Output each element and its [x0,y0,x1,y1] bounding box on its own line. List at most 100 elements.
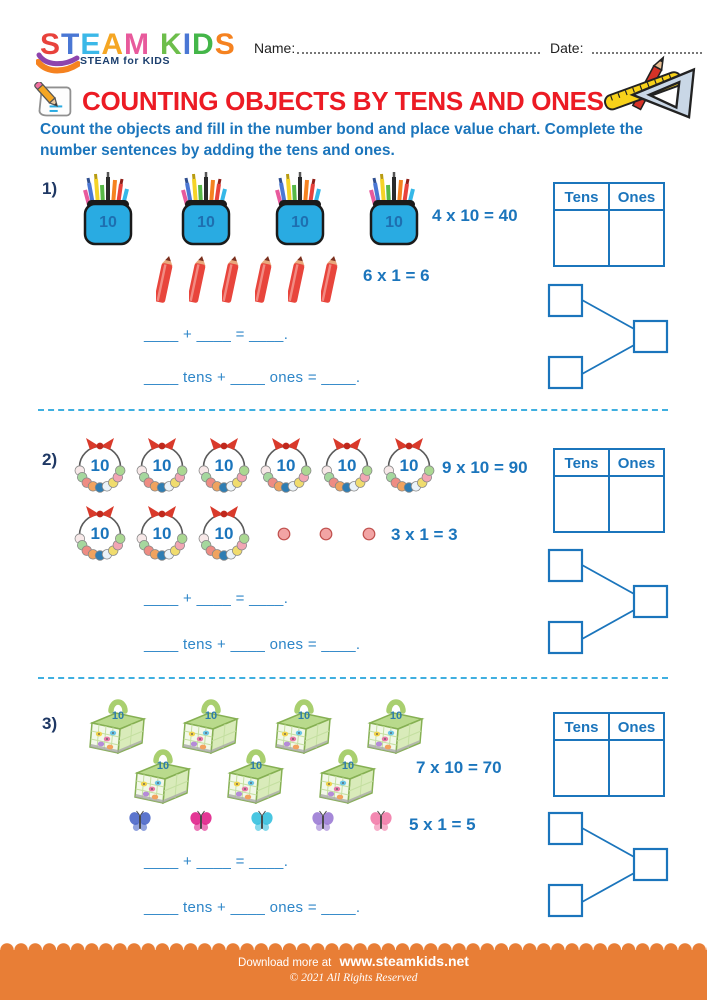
butterfly-icon [249,810,275,834]
group-ten-label: 10 [297,710,311,722]
butterfly-icon [188,810,214,834]
red-pencil-icon [288,254,308,306]
bond-box-total[interactable] [632,847,669,882]
butterfly-icon [368,810,394,834]
logo-letter: S [40,28,62,61]
tens-equation: 7 x 10 = 70 [416,758,502,777]
ones-header: Ones [610,184,663,211]
group-ten-label: 10 [385,214,403,231]
sum-sentence[interactable]: ____ + ____ = ____. [144,590,289,607]
ones-cell[interactable] [610,741,663,795]
place-value-chart: Tens Ones [553,448,665,533]
footer-band [0,950,707,1000]
tens-cell[interactable] [555,211,610,265]
logo-swoosh-icon [36,52,80,74]
section-separator [38,677,668,679]
ones-cell[interactable] [610,477,663,531]
tens-ones-sentence[interactable]: ____ tens + ____ ones = ____. [144,636,361,653]
pencil-cup-icon: 10 [178,170,234,248]
group-ten-label: 10 [90,524,110,543]
pencil-cup-icon: 10 [366,170,422,248]
group-ten-label: 10 [197,214,215,231]
logo-letter: D [192,28,215,61]
butterfly-icon [127,810,153,834]
bond-box-ones[interactable] [547,355,584,390]
bond-box-tens[interactable] [547,811,584,846]
group-ten-label: 10 [156,760,170,772]
red-pencil-icon [255,254,275,306]
bead-icon [319,527,333,541]
ones-header: Ones [610,450,663,477]
ones-equation: 5 x 1 = 5 [409,815,476,834]
tens-cell[interactable] [555,741,610,795]
group-ten-label: 10 [90,456,110,475]
bead-icon [362,527,376,541]
name-label: Name: [254,40,296,56]
footer-download-line: Download more at www.steamkids.net [0,953,707,969]
bond-box-total[interactable] [632,584,669,619]
necklace-icon: 10 [258,433,314,493]
footer-scallop-edge [0,943,707,950]
group-ten-label: 10 [399,456,419,475]
ones-header: Ones [610,714,663,741]
name-input-line[interactable] [297,41,540,54]
logo-subtitle: STEAM for KIDS [80,55,171,67]
group-ten-label: 10 [341,760,355,772]
tens-ones-sentence[interactable]: ____ tens + ____ ones = ____. [144,899,361,916]
group-ten-label: 10 [337,456,357,475]
necklace-icon: 10 [134,501,190,561]
necklace-icon: 10 [319,433,375,493]
group-ten-label: 10 [152,524,172,543]
bond-box-tens[interactable] [547,548,584,583]
butterfly-cage-icon: 10 [86,695,150,757]
butterfly-icon [310,810,336,834]
number-bond [547,811,669,918]
sum-sentence[interactable]: ____ + ____ = ____. [144,853,289,870]
pencil-cup-icon: 10 [272,170,328,248]
problem-3-number: 3) [42,714,58,733]
logo-letter: S [214,28,236,61]
tens-equation: 9 x 10 = 90 [442,458,528,477]
tens-cell[interactable] [555,477,610,531]
website-link[interactable]: www.steamkids.net [339,953,469,969]
bond-box-ones[interactable] [547,883,584,918]
necklace-icon: 10 [72,433,128,493]
tens-header: Tens [555,450,610,477]
butterfly-cage-icon: 10 [272,695,336,757]
ones-cell[interactable] [610,211,663,265]
problem-2-number: 2) [42,450,58,469]
date-input-line[interactable] [592,41,702,54]
butterfly-cage-icon: 10 [224,745,288,807]
group-ten-label: 10 [249,760,263,772]
necklace-icon: 10 [196,433,252,493]
logo-letter: I [182,28,193,61]
logo-letter: E [80,28,102,61]
necklace-icon: 10 [196,501,252,561]
notepad-pencil-icon [33,82,77,120]
butterfly-cage-icon: 10 [131,745,195,807]
necklace-icon: 10 [72,501,128,561]
group-ten-label: 10 [152,456,172,475]
download-prefix: Download more at [238,957,332,969]
tens-ones-sentence[interactable]: ____ tens + ____ ones = ____. [144,369,361,386]
bond-box-total[interactable] [632,319,669,354]
logo-letter: T [61,28,81,61]
group-ten-label: 10 [214,456,234,475]
sum-sentence[interactable]: ____ + ____ = ____. [144,326,289,343]
number-bond [547,283,669,390]
necklace-icon: 10 [134,433,190,493]
necklace-icon: 10 [381,433,437,493]
pencil-cup-icon: 10 [80,170,136,248]
place-value-chart: Tens Ones [553,712,665,797]
copyright-text: © 2021 All Rights Reserved [289,972,418,984]
group-ten-label: 10 [204,710,218,722]
red-pencil-icon [156,254,176,306]
tens-header: Tens [555,184,610,211]
bond-box-ones[interactable] [547,620,584,655]
ones-equation: 3 x 1 = 3 [391,525,458,544]
bond-box-tens[interactable] [547,283,584,318]
group-ten-label: 10 [291,214,309,231]
bead-icon [277,527,291,541]
